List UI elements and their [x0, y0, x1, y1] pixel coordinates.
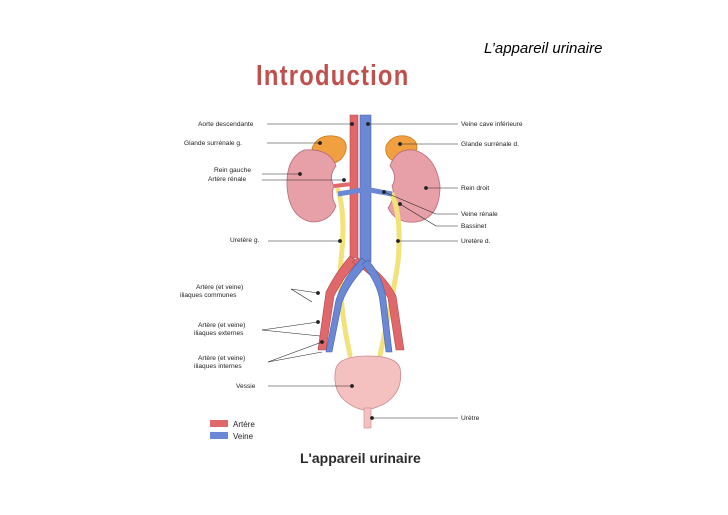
- page-header: L’appareil urinaire: [484, 40, 603, 57]
- label-uretre: Urètre: [461, 415, 480, 422]
- label-rein-gauche: Rein gauche: [214, 167, 251, 174]
- label-veine-renale: Veine rénale: [461, 211, 498, 218]
- label-arteres-iliaques-internes-1: Artère (et veine): [198, 355, 245, 362]
- label-arteres-iliaques-communes-2: iliaques communes: [180, 292, 237, 299]
- legend-swatch-veine: [210, 432, 228, 439]
- label-veine-cave-inferieure: Veine cave inférieure: [461, 121, 523, 128]
- label-arteres-iliaques-internes-2: iliaques internes: [194, 363, 242, 370]
- slide-title: Introduction: [256, 60, 410, 92]
- bladder: [334, 355, 402, 411]
- vena-cava: [359, 114, 372, 263]
- label-glande-surrenale-g: Glande surrénale g.: [184, 140, 242, 147]
- renal-vein-left: [337, 187, 363, 197]
- iliac-vein-right: [361, 259, 393, 353]
- aorta: [349, 114, 359, 259]
- ureter-left: [335, 187, 353, 358]
- iliac-vein-left: [325, 257, 369, 353]
- label-rein-droit: Rein droit: [461, 185, 489, 192]
- label-uretere-g: Uretère g.: [230, 237, 259, 244]
- label-aorte-descendante: Aorte descendante: [198, 121, 254, 128]
- label-artere-renale: Artère rénale: [208, 176, 246, 183]
- diagram-caption: L'appareil urinaire: [300, 450, 421, 466]
- legend-label-veine: Veine: [233, 432, 254, 441]
- legend-swatch-artere: [210, 420, 228, 427]
- label-uretere-d: Uretère d.: [461, 238, 490, 245]
- label-glande-surrenale-d: Glande surrénale d.: [461, 141, 519, 148]
- legend-label-artere: Artère: [233, 420, 255, 429]
- renal-vein-right: [369, 187, 393, 197]
- label-arteres-iliaques-externes-1: Artère (et veine): [198, 322, 245, 329]
- renal-artery-left: [333, 182, 353, 188]
- label-vessie: Vessie: [236, 383, 256, 390]
- label-arteres-iliaques-communes-1: Artère (et veine): [196, 284, 243, 291]
- iliac-artery-left: [317, 255, 359, 351]
- label-arteres-iliaques-externes-2: iliaques externes: [194, 330, 244, 337]
- kidney-left: [286, 149, 337, 223]
- urethra: [363, 407, 372, 429]
- label-bassinet: Bassinet: [461, 223, 486, 230]
